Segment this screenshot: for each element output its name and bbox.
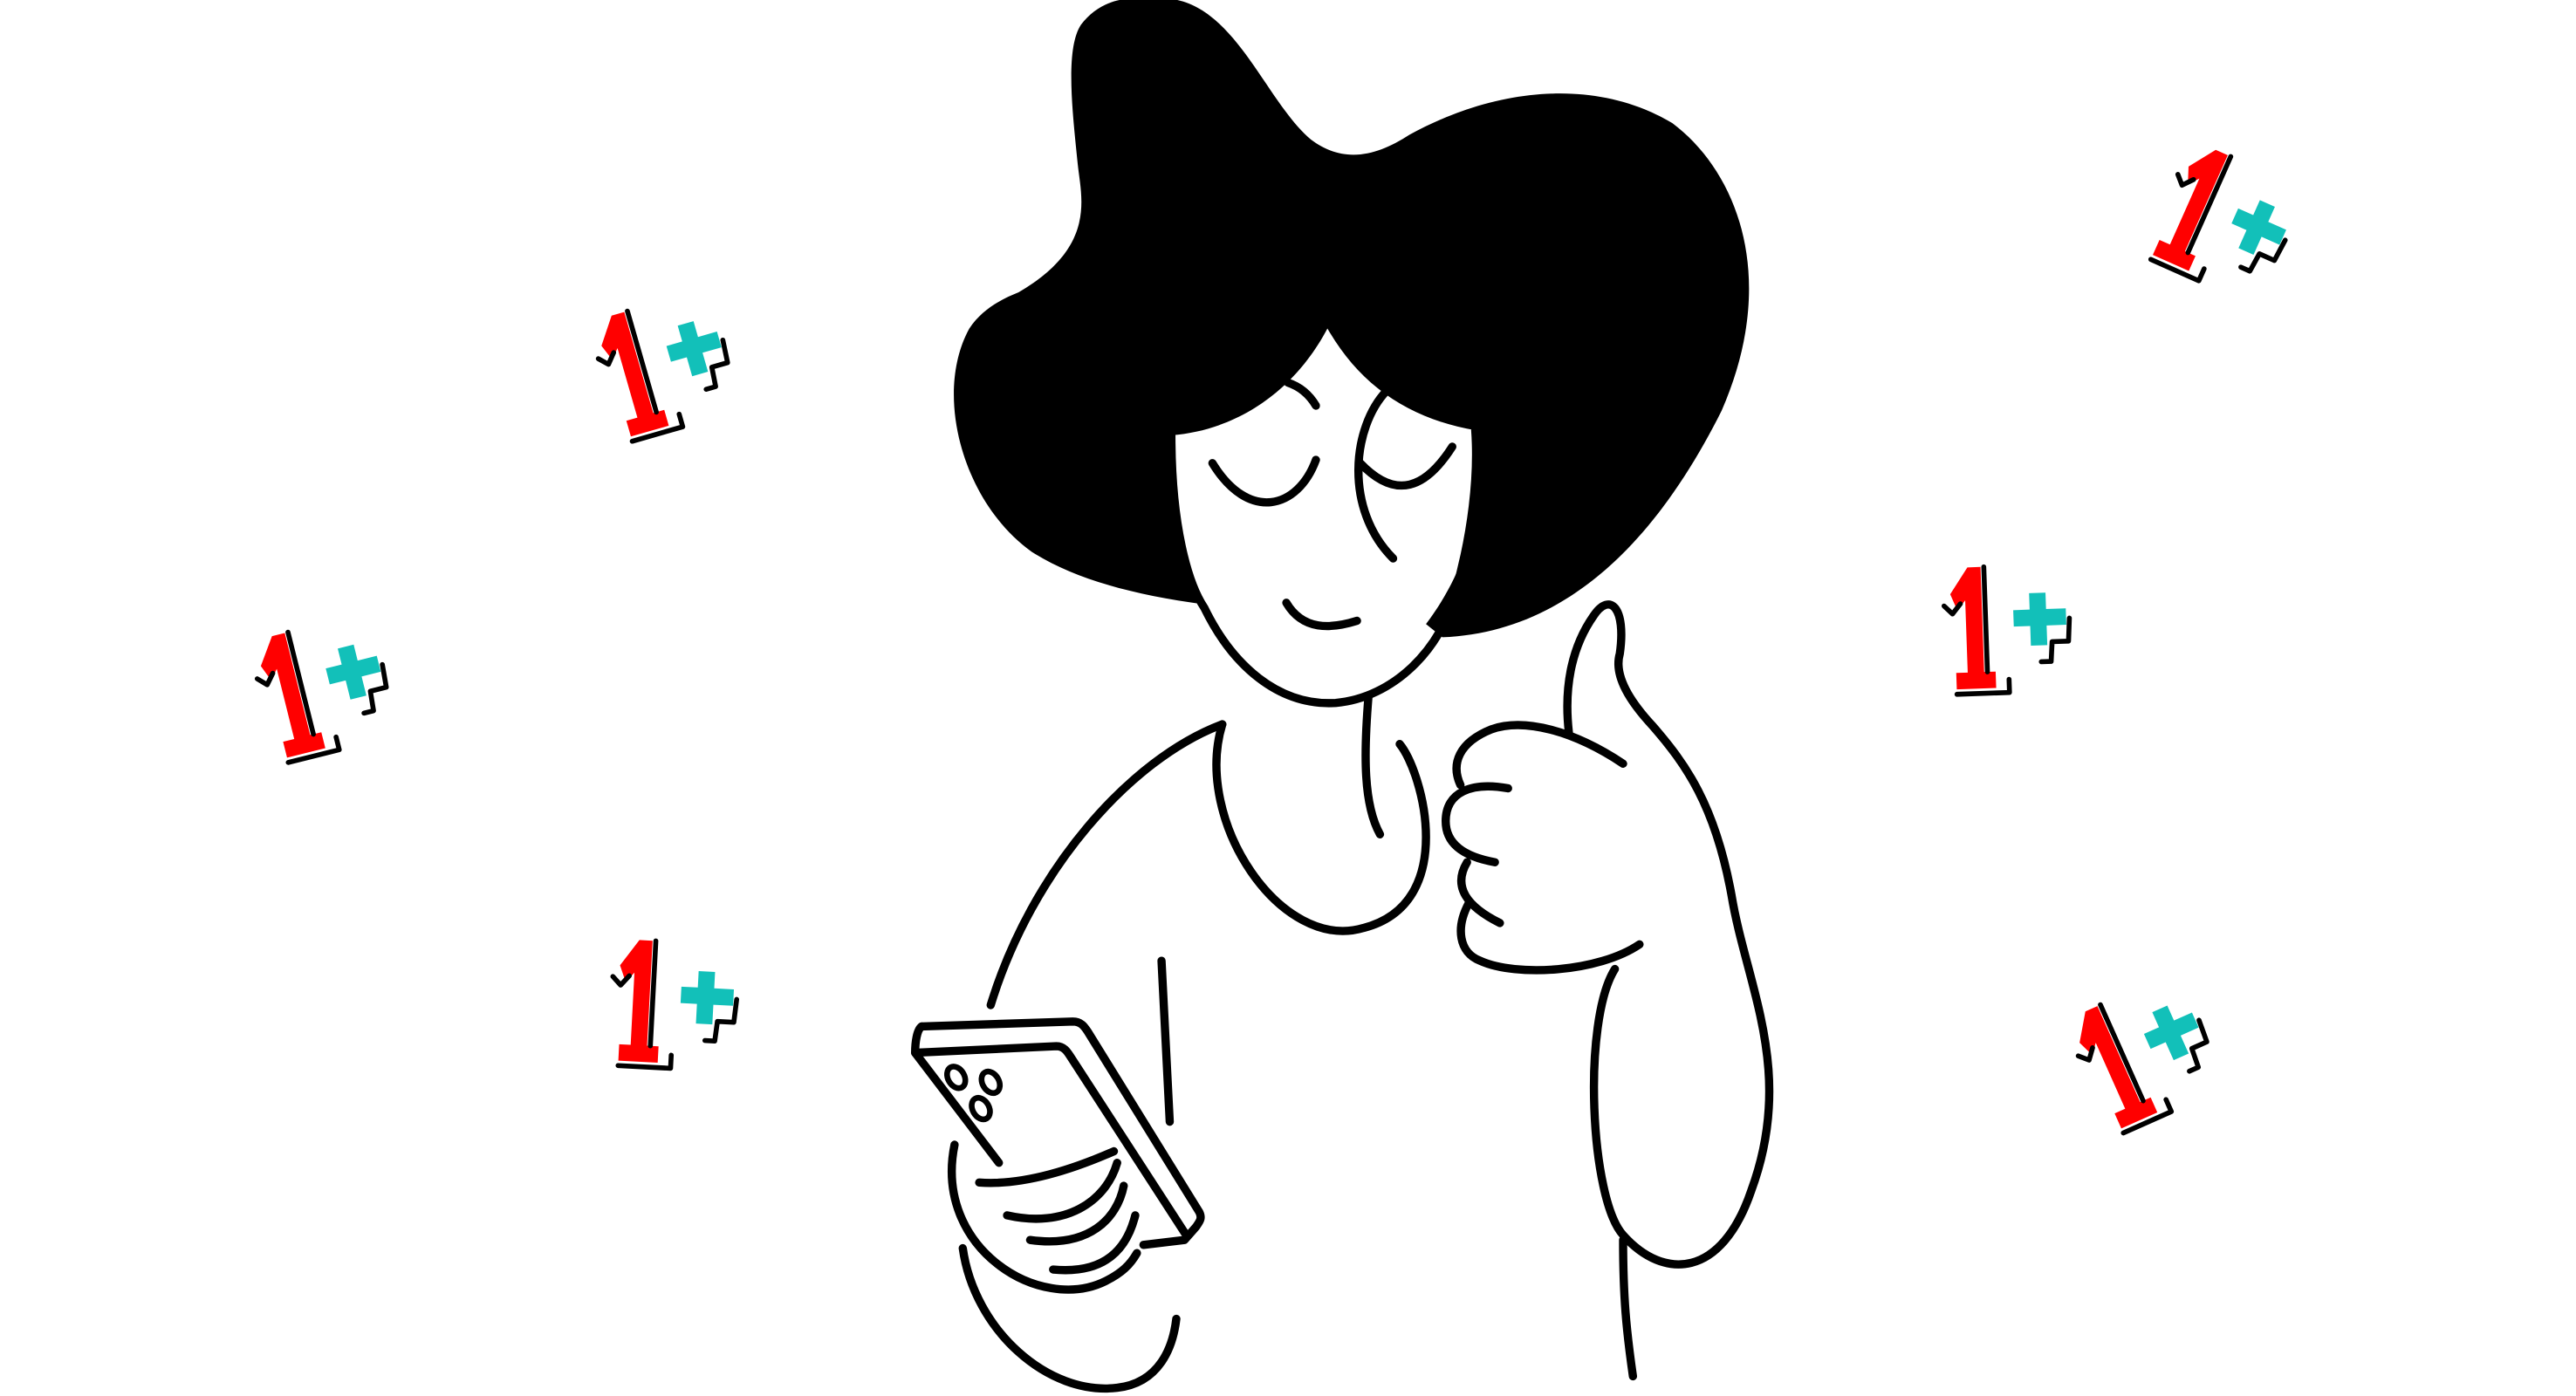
camera-lens-icon <box>943 1064 969 1091</box>
phone[interactable] <box>911 1017 1205 1249</box>
camera-lens-icon <box>969 1094 993 1123</box>
face <box>1122 378 1525 838</box>
hair <box>954 0 1750 638</box>
badge-one-plus: 1+ <box>608 939 739 1071</box>
body <box>958 600 1774 1393</box>
camera-lens-icon <box>978 1068 1004 1097</box>
thumbs-up-hand <box>1442 721 1644 975</box>
badge-one-plus: 1+ <box>248 612 400 764</box>
badge-one-plus: 1+ <box>2063 971 2229 1138</box>
badge-one-plus: 1+ <box>1942 564 2072 695</box>
badge-one-plus: 1+ <box>588 288 743 444</box>
badge-one-plus: 1+ <box>2141 140 2307 306</box>
holding-hand <box>948 1140 1141 1294</box>
